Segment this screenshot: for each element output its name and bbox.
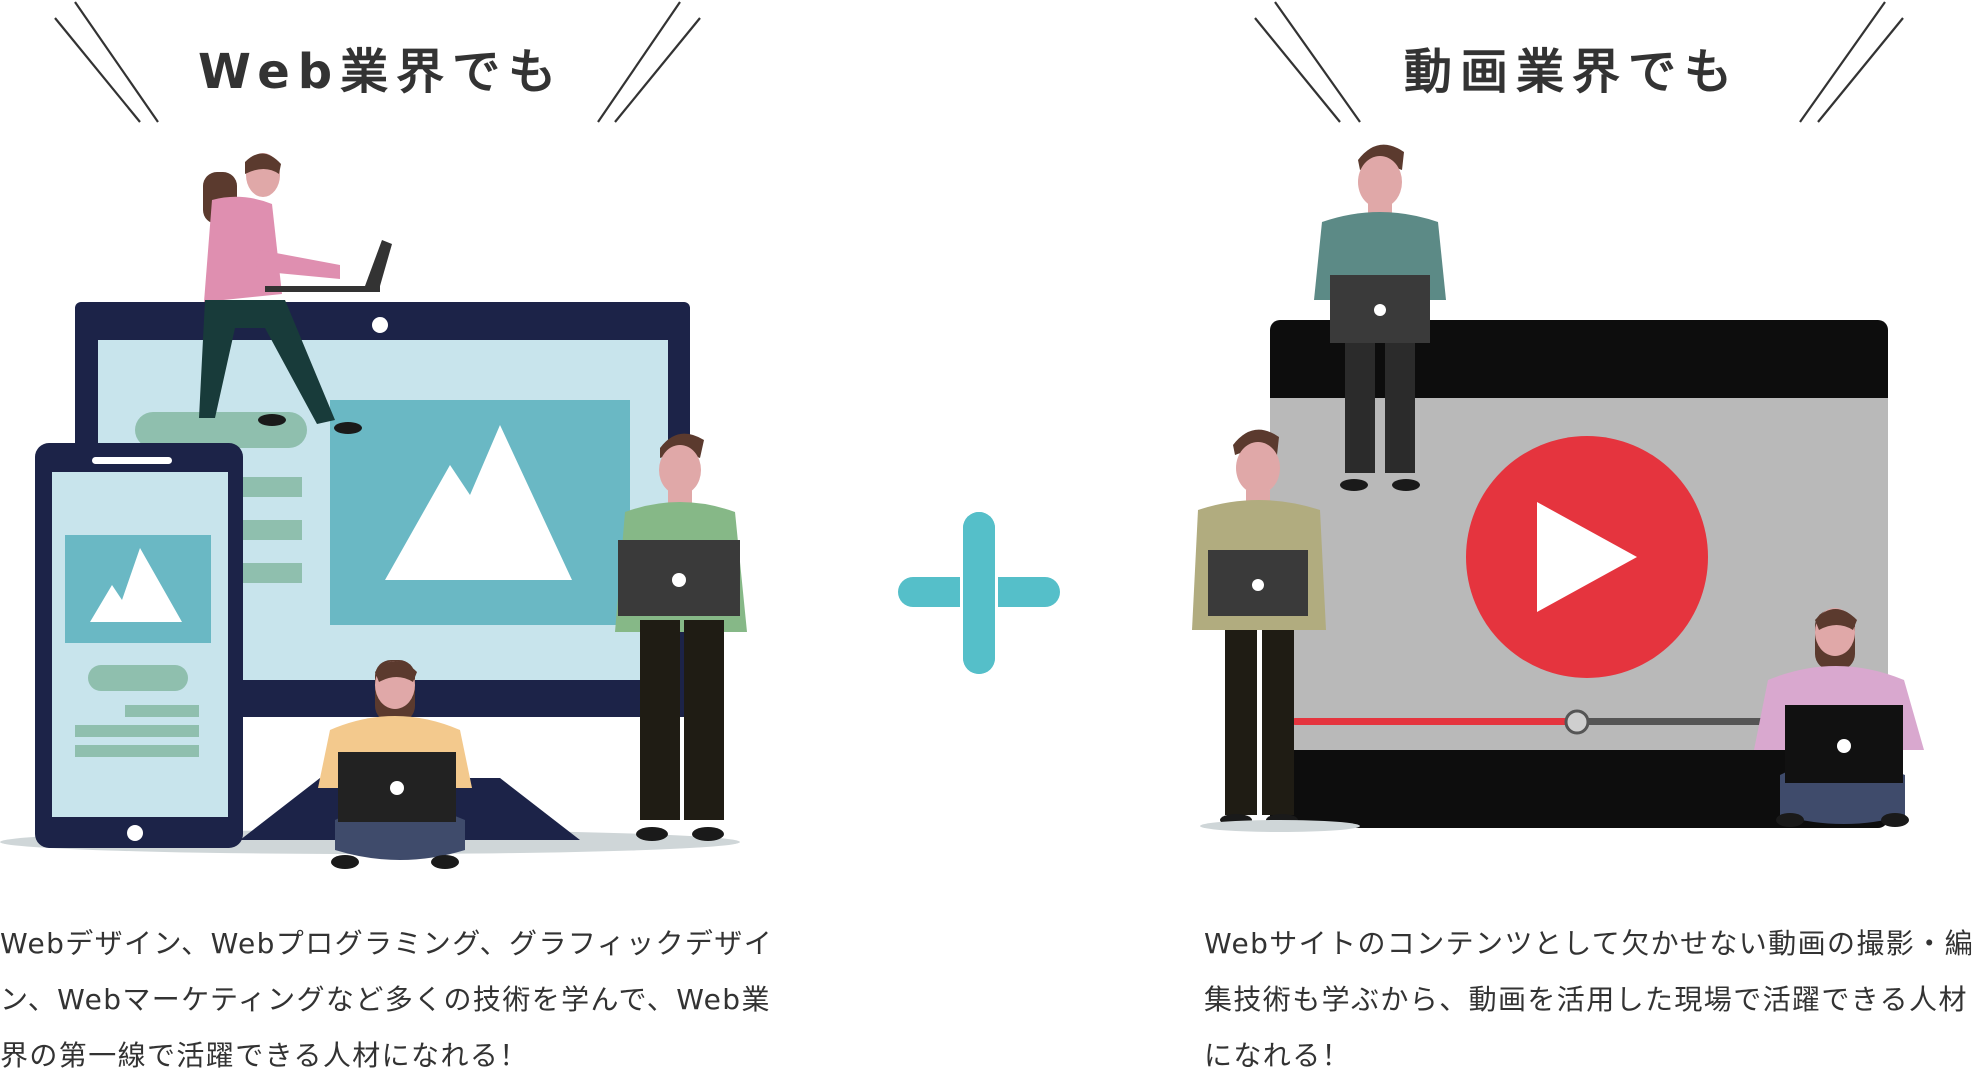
- monitor-camera: [372, 317, 388, 333]
- woman-sitting: [318, 660, 472, 869]
- man-standing: [615, 433, 747, 841]
- man-standing-video: [1192, 429, 1326, 826]
- man-on-player: [1314, 144, 1446, 491]
- web-heading: Web業界でも: [198, 44, 565, 100]
- mountain-image-icon: [385, 425, 572, 580]
- woman-on-monitor: [199, 153, 392, 434]
- play-icon: [1537, 502, 1637, 612]
- woman-sitting-video: [1754, 608, 1924, 827]
- video-heading: 動画業界でも: [1404, 44, 1741, 100]
- video-progress-handle: [1564, 709, 1590, 735]
- web-description: Webデザイン、Webプログラミング、グラフィックデザイン、Webマーケティング…: [0, 927, 774, 1072]
- video-description: Webサイトのコンテンツとして欠かせない動画の撮影・編集技術も学ぶから、動画を活…: [1204, 927, 1975, 1072]
- video-progress-played: [1292, 718, 1577, 725]
- smartphone-screen: [52, 472, 228, 817]
- mountain-image-icon: [90, 548, 182, 622]
